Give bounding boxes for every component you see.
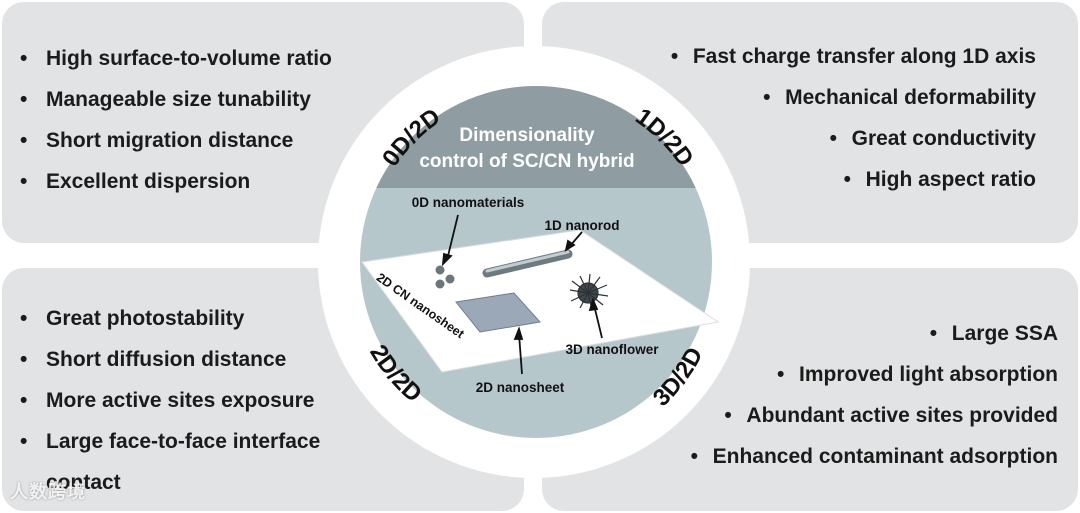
bullet-icon: • — [829, 127, 837, 150]
bullet-text: Large face-to-face interface — [46, 430, 321, 453]
0d-nanomaterials-shape — [435, 265, 455, 289]
cn-nanosheet-plane — [361, 229, 720, 373]
list-item: • Mechanical deformability — [671, 77, 1036, 118]
arrow-0d — [446, 214, 459, 261]
list-item: • Enhanced contaminant adsorption — [691, 436, 1058, 477]
bullet-icon: • — [20, 430, 28, 453]
label-3d-nanoflower: 3D nanoflower — [565, 342, 659, 357]
advantages-0d-2d: • High surface-to-volume ratio • Manageabl… — [20, 38, 332, 202]
list-item: • Short migration distance — [20, 120, 332, 161]
list-item: • Great photostability — [20, 298, 320, 339]
list-item: • Fast charge transfer along 1D axis — [671, 36, 1036, 77]
bullet-text: Great photostability — [46, 307, 245, 330]
label-2d-nanosheet: 2D nanosheet — [476, 380, 565, 395]
1d-nanorod-shape — [482, 249, 573, 278]
arrow-2d — [518, 333, 523, 375]
arrow-2d-head — [513, 326, 524, 340]
bullet-icon: • — [724, 404, 732, 427]
advantages-1d-2d: • Fast charge transfer along 1D axis • Mec… — [671, 36, 1036, 200]
arrow-0d-head — [441, 252, 453, 267]
arrow-3d — [593, 304, 603, 339]
arrow-1d-head — [564, 239, 576, 252]
diagram-title-line1: Dimensionality — [459, 125, 595, 146]
bullet-text: Enhanced contaminant adsorption — [712, 445, 1058, 468]
bullet-icon: • — [690, 445, 698, 468]
bullet-text: Improved light absorption — [798, 363, 1058, 386]
watermark: 人数跨境 — [10, 482, 86, 502]
bullet-text: Fast charge transfer along 1D axis — [692, 45, 1036, 68]
bullet-icon: • — [20, 348, 28, 371]
bullet-text: Great conductivity — [851, 127, 1036, 150]
bullet-icon: • — [20, 307, 28, 330]
bullet-text: contact — [46, 471, 121, 494]
list-item: • More active sites exposure — [20, 380, 320, 421]
bullet-icon: • — [776, 363, 785, 386]
bullet-icon: • — [929, 322, 938, 345]
label-0d-nanomaterials: 0D nanomaterials — [412, 195, 525, 210]
list-item: contact — [20, 462, 320, 503]
bullet-icon: • — [20, 129, 28, 152]
list-item: • Great conductivity — [671, 118, 1036, 159]
list-item: • Abundant active sites provided — [691, 395, 1058, 436]
diagram-title-line2: control of SC/CN hybrid — [419, 151, 634, 172]
label-1d-nanorod: 1D nanorod — [544, 218, 619, 233]
list-item: • High surface-to-volume ratio — [20, 38, 332, 79]
list-item: • Large SSA — [691, 313, 1058, 354]
list-item: • Large face-to-face interface — [20, 421, 320, 462]
bullet-text: More active sites exposure — [46, 389, 315, 412]
advantages-3d-2d: • Large SSA • Improved light absorption • A… — [691, 313, 1058, 477]
bullet-icon: • — [20, 88, 28, 111]
bullet-icon: • — [20, 47, 28, 70]
bullet-icon: • — [20, 389, 28, 412]
bullet-text: Excellent dispersion — [46, 170, 251, 193]
bullet-text: Manageable size tunability — [46, 88, 311, 111]
bullet-icon: • — [20, 170, 28, 193]
bullet-text: Mechanical deformability — [785, 86, 1036, 109]
bullet-text: High surface-to-volume ratio — [46, 47, 332, 70]
bullet-icon: • — [670, 45, 679, 68]
list-item: • Short diffusion distance — [20, 339, 320, 380]
bullet-text: Short migration distance — [46, 129, 294, 152]
arrow-3d-head — [588, 297, 599, 312]
pointer-arrows — [441, 214, 603, 375]
list-item: • Manageable size tunability — [20, 79, 332, 120]
bullet-text: Large SSA — [951, 322, 1058, 345]
advantages-2d-2d: • Great photostability • Short diffusion d… — [20, 298, 320, 503]
bullet-text: Abundant active sites provided — [746, 404, 1058, 427]
bullet-icon: • — [843, 168, 851, 191]
bullet-text: Short diffusion distance — [46, 348, 287, 371]
2d-nanosheet-shape — [455, 292, 541, 333]
list-item: • Excellent dispersion — [20, 161, 332, 202]
list-item: • High aspect ratio — [671, 159, 1036, 200]
bullet-icon: • — [763, 86, 771, 109]
list-item: • Improved light absorption — [691, 354, 1058, 395]
bullet-text: High aspect ratio — [865, 168, 1036, 191]
